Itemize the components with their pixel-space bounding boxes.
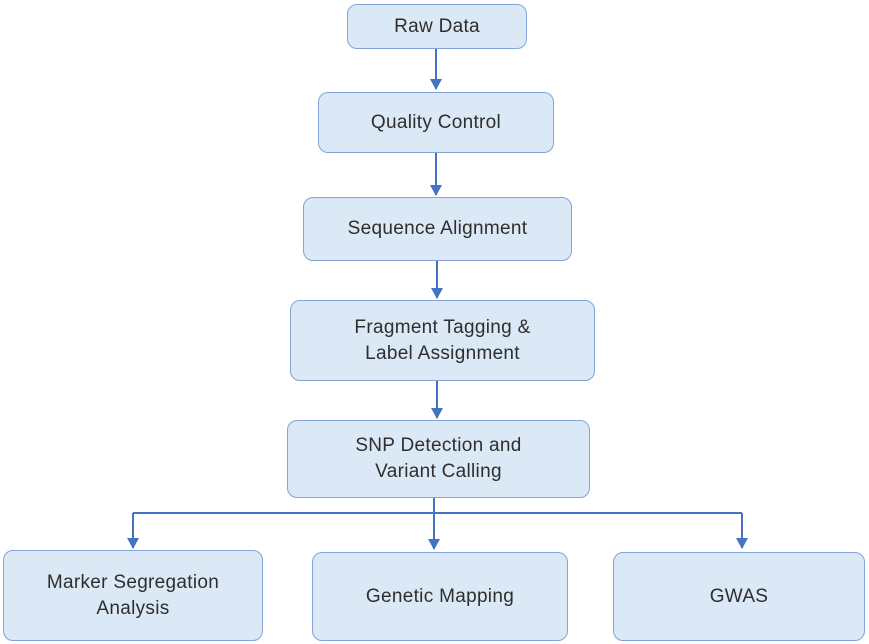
node-gwas-label: GWAS bbox=[709, 585, 769, 607]
node-snp-detection-label: SNP Detection and Variant Calling bbox=[355, 435, 522, 482]
node-genetic-mapping-label: Genetic Mapping bbox=[365, 585, 515, 607]
node-quality-control-label: Quality Control bbox=[370, 111, 502, 133]
node-raw-data-label: Raw Data bbox=[394, 15, 480, 37]
node-fragment-tagging: Fragment Tagging & Label Assignment bbox=[290, 300, 595, 381]
node-marker-segregation-label: Marker Segregation Analysis bbox=[46, 571, 220, 619]
node-raw-data: Raw Data bbox=[347, 4, 527, 49]
node-genetic-mapping: Genetic Mapping bbox=[312, 552, 568, 641]
node-snp-detection: SNP Detection and Variant Calling bbox=[287, 420, 590, 498]
node-fragment-tagging-label: Fragment Tagging & Label Assignment bbox=[354, 316, 531, 364]
node-gwas: GWAS bbox=[613, 552, 865, 641]
node-sequence-alignment-label: Sequence Alignment bbox=[347, 218, 528, 240]
node-marker-segregation: Marker Segregation Analysis bbox=[3, 550, 263, 641]
node-sequence-alignment: Sequence Alignment bbox=[303, 197, 572, 261]
node-quality-control: Quality Control bbox=[318, 92, 554, 153]
